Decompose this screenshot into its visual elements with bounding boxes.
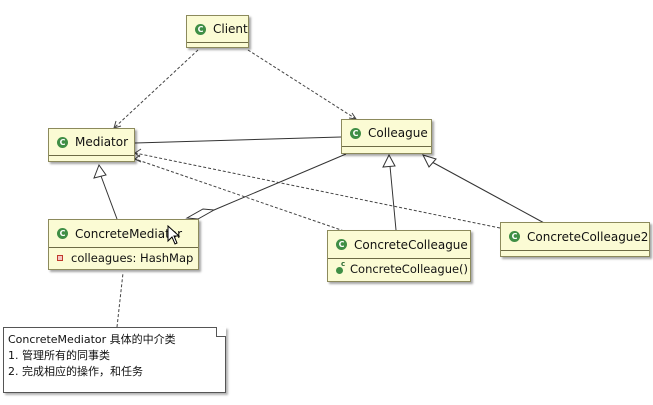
class-divider: [342, 146, 431, 150]
edge-mediator-colleague: [134, 136, 342, 144]
class-name: ConcreteColleague2: [527, 229, 649, 244]
class-concretemediator[interactable]: C ConcreteMediator colleagues: HashMap: [48, 219, 199, 270]
class-name: Client: [213, 22, 248, 36]
class-divider: [49, 155, 134, 159]
class-divider: [328, 258, 470, 259]
attribute-row[interactable]: colleagues: HashMap: [49, 248, 198, 268]
constructor-icon: c: [336, 261, 345, 274]
class-icon: C: [336, 239, 347, 250]
class-concretecolleague[interactable]: C ConcreteColleague c ConcreteColleague(…: [327, 230, 471, 282]
class-concretecolleague2[interactable]: C ConcreteColleague2: [500, 222, 650, 257]
class-divider: [49, 247, 198, 248]
note-line: 1. 管理所有的同事类: [8, 349, 110, 362]
class-icon: C: [509, 231, 520, 242]
class-name: Mediator: [75, 135, 129, 149]
class-name: Colleague: [368, 126, 428, 140]
class-client-header: C Client: [187, 16, 248, 42]
class-divider: [187, 42, 248, 46]
class-icon: C: [57, 136, 68, 148]
class-concretemediator-header: C ConcreteMediator: [49, 220, 198, 247]
edge-colleague-aggregation-concretemediator: [185, 153, 347, 220]
class-divider: [501, 250, 649, 254]
class-icon: C: [350, 127, 361, 139]
edge-concretecolleague2-to-colleague: [422, 154, 547, 225]
class-mediator[interactable]: C Mediator: [48, 128, 135, 162]
class-name: ConcreteMediator: [75, 226, 183, 241]
class-icon: C: [57, 228, 68, 239]
private-field-icon: [57, 255, 63, 261]
attribute-name: colleagues: HashMap: [71, 251, 194, 265]
mouse-cursor-icon: [167, 225, 181, 245]
edge-note-to-concretemediator: [116, 272, 124, 328]
class-name: ConcreteColleague: [354, 237, 468, 252]
class-mediator-header: C Mediator: [49, 129, 134, 155]
class-concretecolleague-header: C ConcreteColleague: [328, 231, 470, 258]
note-fold-corner: [216, 327, 226, 337]
note-box[interactable]: ConcreteMediator 具体的中介类 1. 管理所有的同事类 2. 完…: [3, 327, 226, 393]
note-line: ConcreteMediator 具体的中介类: [8, 333, 176, 346]
edge-concretemediator-to-mediator: [93, 163, 118, 220]
class-icon: C: [195, 23, 206, 35]
edge-concretecolleague-to-mediator: [134, 154, 345, 232]
edge-client-to-mediator: [113, 49, 199, 129]
operation-row[interactable]: c ConcreteColleague(): [328, 259, 470, 279]
note-line: 2. 完成相应的操作，和任务: [8, 365, 143, 378]
edge-concretecolleague2-to-mediator: [134, 148, 501, 229]
class-concretecolleague2-header: C ConcreteColleague2: [501, 223, 649, 250]
operation-name: ConcreteColleague(): [350, 262, 469, 276]
class-colleague[interactable]: C Colleague: [341, 119, 432, 154]
class-client[interactable]: C Client: [186, 15, 249, 48]
edge-client-to-colleague: [247, 49, 358, 120]
class-colleague-header: C Colleague: [342, 120, 431, 146]
edge-concretecolleague-to-colleague: [382, 153, 397, 231]
